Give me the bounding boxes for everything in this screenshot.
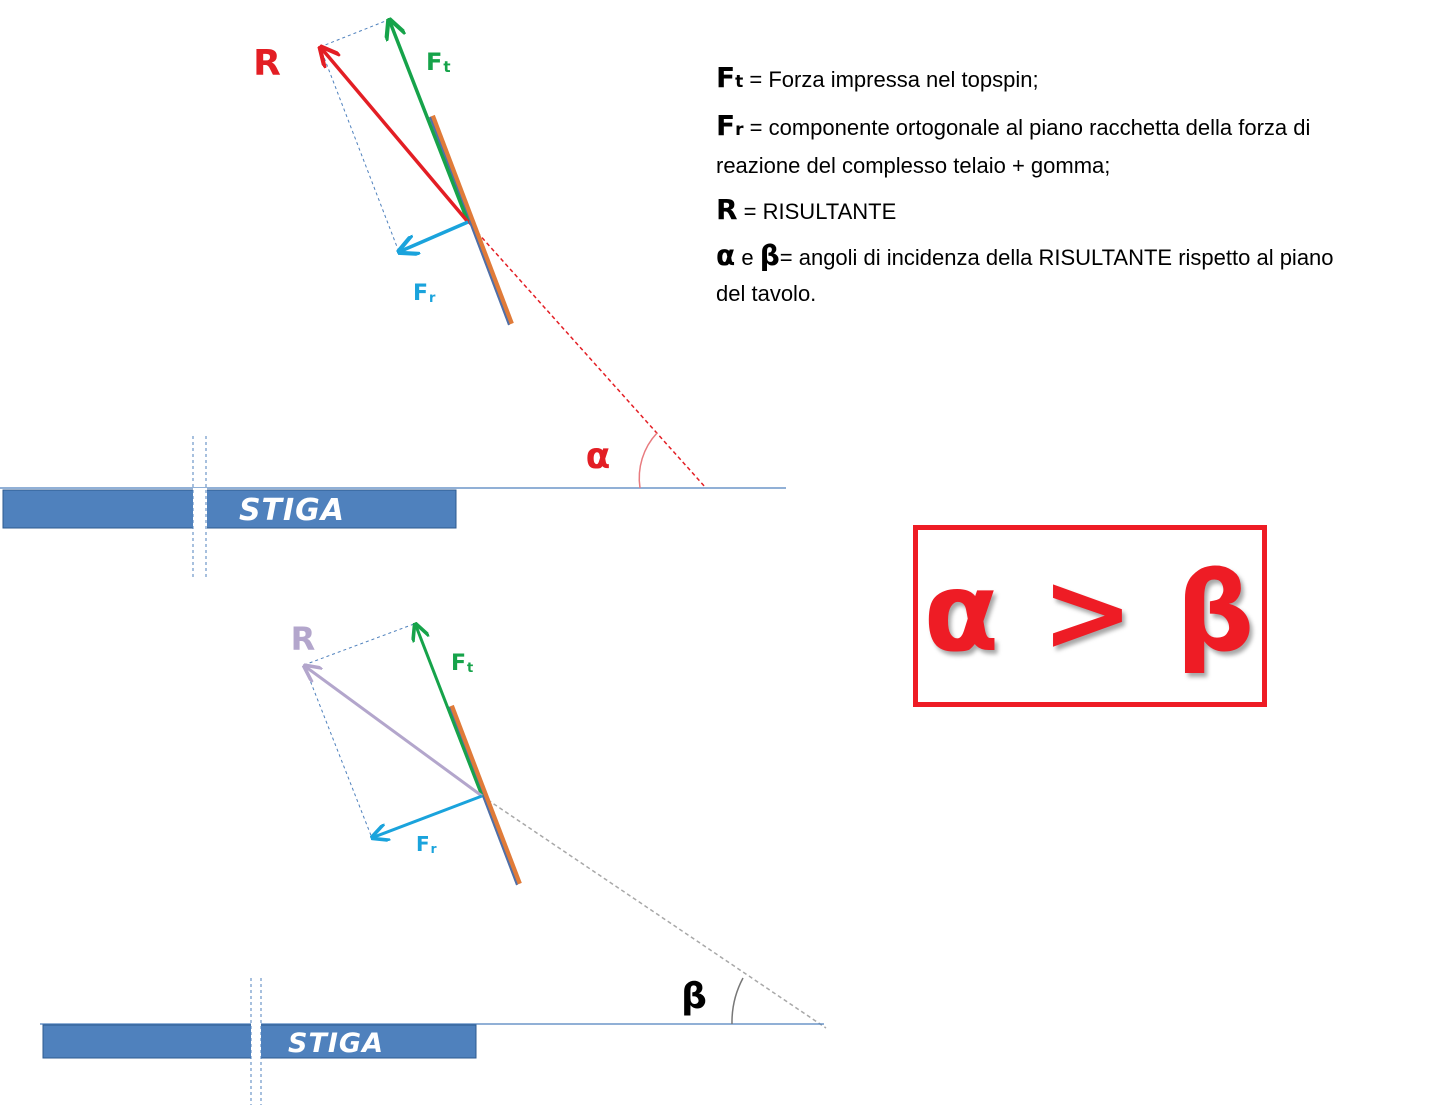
bottom-angle-label: β (681, 976, 707, 1017)
legend-r-text: = RISULTANTE (737, 199, 897, 224)
top-guide-r-ft (319, 19, 389, 48)
top-ft-label: Ft (426, 48, 451, 76)
bottom-guide-r-ft (303, 623, 415, 666)
comparison-box: α > β (913, 525, 1267, 707)
bottom-diagram: STIGA β R Ft Fr (40, 620, 827, 1105)
top-fr-arrow (401, 220, 469, 251)
top-table-brand: STIGA (239, 493, 345, 528)
legend-beta-symbol: β (759, 239, 780, 272)
legend-ab-line-2: del tavolo. (716, 276, 1441, 312)
top-fr-label: Fr (413, 281, 436, 306)
legend-ft-text: = Forza impressa nel topspin; (743, 67, 1039, 92)
bottom-table-brand: STIGA (288, 1028, 384, 1059)
top-extension-line (467, 221, 707, 489)
top-r-label: R (253, 43, 281, 84)
bottom-guide-r-fr (303, 664, 373, 839)
bottom-r-label: R (291, 620, 316, 658)
top-r-arrow (322, 49, 470, 224)
legend-fr-line: Fr = componente ortogonale al piano racc… (716, 108, 1441, 148)
bottom-fr-arrow (374, 794, 483, 837)
top-angle-arc (638, 432, 658, 489)
comparison-text: α > β (923, 548, 1257, 676)
legend-ft-line: Ft = Forza impressa nel topspin; (716, 60, 1441, 100)
legend-ft-sub: t (735, 72, 744, 92)
top-angle-label: α (586, 436, 611, 477)
legend-ab-line: α e β= angoli di incidenza della RISULTA… (716, 238, 1441, 276)
legend-ab-text-2: del tavolo. (716, 281, 817, 306)
top-racket (429, 114, 514, 326)
legend-fr-line-2: reazione del complesso telaio + gomma; (716, 148, 1441, 184)
legend-fr-symbol: F (716, 109, 736, 142)
legend-fr-text-2: reazione del complesso telaio + gomma; (716, 153, 1111, 178)
legend-ab-text-1: = angoli di incidenza della RISULTANTE r… (779, 245, 1334, 270)
legend-alpha-symbol: α (716, 239, 736, 272)
legend-and-text: e (735, 245, 760, 270)
top-racket-face (429, 116, 510, 326)
top-guide-r-fr (319, 46, 400, 253)
top-table (2, 489, 457, 529)
bottom-fr-label: Fr (416, 832, 437, 856)
bottom-racket (448, 704, 522, 886)
top-ft-arrow (390, 22, 470, 223)
legend: Ft = Forza impressa nel topspin; Fr = co… (716, 60, 1441, 312)
legend-fr-text-1: = componente ortogonale al piano racchet… (743, 115, 1311, 140)
top-net-gap (193, 488, 207, 530)
bottom-r-arrow (306, 667, 483, 798)
bottom-net-gap (251, 1023, 261, 1060)
bottom-extension-line (481, 795, 827, 1029)
bottom-angle-arc (731, 977, 744, 1025)
legend-ft-symbol: F (716, 61, 736, 94)
legend-r-line: R = RISULTANTE (716, 192, 1441, 230)
bottom-ft-arrow (416, 626, 484, 797)
legend-fr-sub: r (735, 120, 744, 140)
legend-r-symbol: R (716, 193, 738, 226)
top-diagram: STIGA α R Ft Fr (0, 20, 786, 580)
bottom-ft-label: Ft (451, 651, 473, 676)
